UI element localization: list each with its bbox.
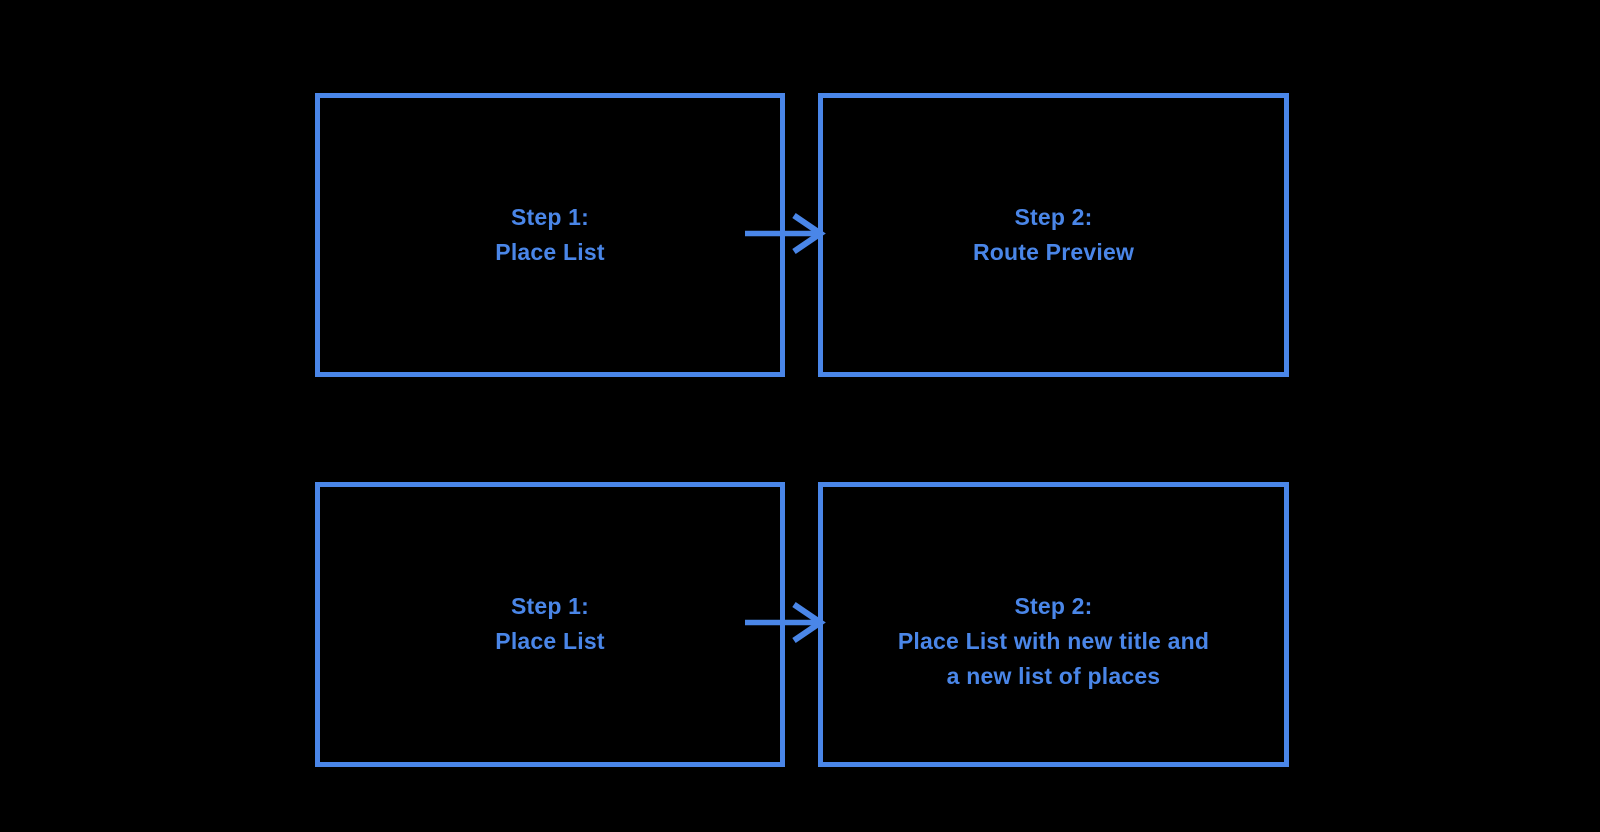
step-box-label-line: Step 1:: [510, 593, 590, 619]
step-box-flow2-step1-place-list: Step 1: Place List: [315, 482, 785, 767]
step-box-label-line: Place List with new title and: [897, 628, 1210, 654]
step-box-label: Step 2: Route Preview: [823, 200, 1284, 270]
step-box-label-line: Step 2:: [1014, 593, 1093, 619]
step-box-label-line: a new list of places: [946, 663, 1161, 689]
step-box-label-line: Route Preview: [972, 239, 1135, 265]
step-box-label: Step 1: Place List: [320, 589, 780, 659]
step-box-flow1-step2-route-preview: Step 2: Route Preview: [818, 93, 1289, 377]
step-box-flow1-step1-place-list: Step 1: Place List: [315, 93, 785, 377]
step-box-label-line: Step 1:: [510, 204, 590, 230]
step-box-label-line: Step 2:: [1014, 204, 1093, 230]
step-box-label-line: Place List: [495, 628, 605, 654]
step-box-flow2-step2-new-place-list: Step 2: Place List with new title and a …: [818, 482, 1289, 767]
step-box-label: Step 2: Place List with new title and a …: [823, 589, 1284, 694]
step-box-label-line: Place List: [495, 239, 605, 265]
step-box-label: Step 1: Place List: [320, 200, 780, 270]
